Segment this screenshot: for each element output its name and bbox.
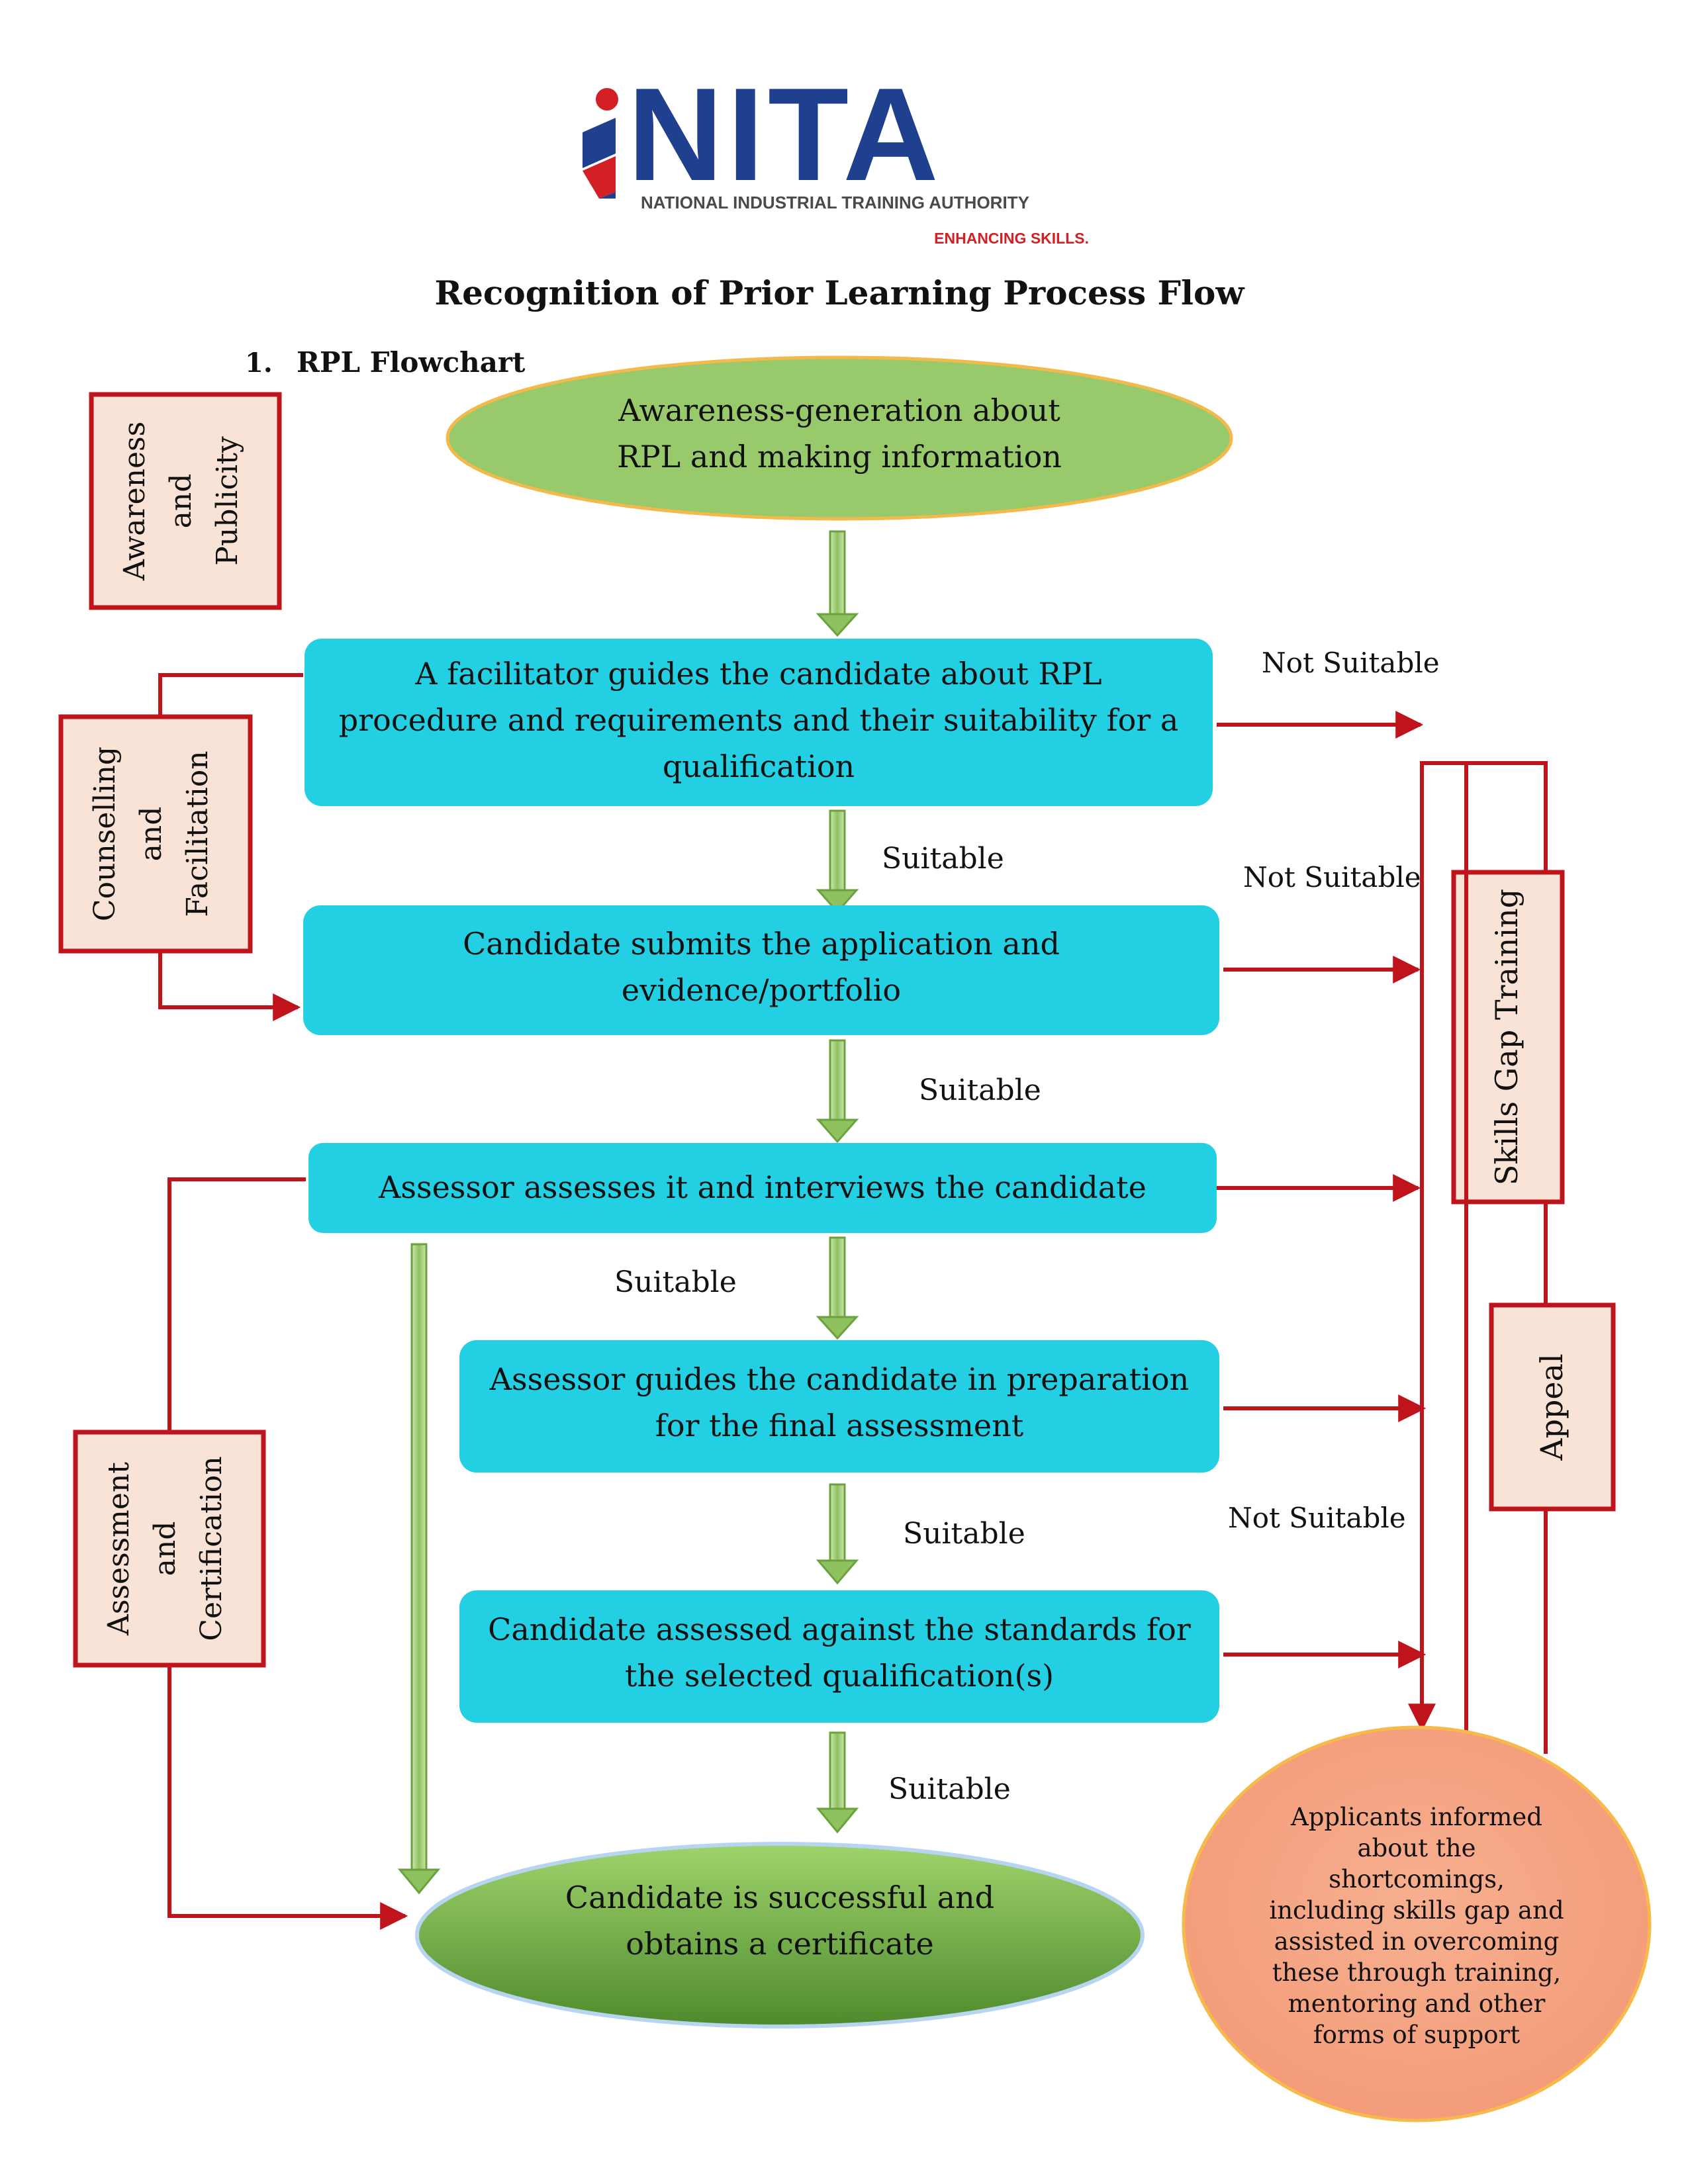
logo-subtitle: NATIONAL INDUSTRIAL TRAINING AUTHORITY <box>641 193 1029 212</box>
node-text-line: shortcomings, <box>1329 1865 1505 1893</box>
edge-label-suitable: Suitable <box>903 1517 1025 1551</box>
node-assessed: Candidate assessed against the standards… <box>459 1590 1219 1723</box>
edge-label-suitable: Suitable <box>888 1772 1011 1806</box>
red-connectors <box>158 673 1548 1930</box>
side-box-assessment: Assessment and Certification <box>73 1430 266 1668</box>
node-informed: Applicants informed about the shortcomin… <box>1182 1725 1652 2122</box>
side-label-line: Counselling <box>88 747 122 921</box>
page-title: Recognition of Prior Learning Process Fl… <box>435 273 1246 312</box>
green-arrow-4 <box>816 1236 859 1340</box>
node-text-line: forms of support <box>1313 2021 1520 2049</box>
edge-label-not-suitable: Not Suitable <box>1243 861 1421 893</box>
node-text-line: Awareness-generation about <box>618 392 1060 428</box>
side-label-line: Awareness <box>118 422 152 581</box>
green-arrow-2 <box>816 809 859 914</box>
section-number: 1. <box>245 347 273 379</box>
node-text-line: including skills gap and <box>1269 1896 1564 1925</box>
connector-assessment-top <box>167 1177 306 1432</box>
node-text-line: Candidate assessed against the standards… <box>488 1612 1191 1647</box>
edge-label-suitable: Suitable <box>614 1265 737 1299</box>
node-text-line: obtains a certificate <box>626 1926 933 1962</box>
side-box-counselling: Counselling and Facilitation <box>58 714 253 954</box>
node-text-line: Candidate is successful and <box>565 1880 994 1915</box>
section-heading: RPL Flowchart <box>297 346 526 379</box>
logo-name: NITA <box>628 61 943 208</box>
node-submit: Candidate submits the application and ev… <box>303 905 1219 1035</box>
side-label-line: Skills Gap Training <box>1489 889 1524 1185</box>
node-interview: Assessor assesses it and interviews the … <box>308 1143 1217 1233</box>
green-arrow-6 <box>816 1731 859 1834</box>
node-text-line: RPL and making information <box>617 439 1062 475</box>
node-text-line: Applicants informed <box>1290 1803 1542 1831</box>
node-text-line: evidence/portfolio <box>622 972 901 1008</box>
node-text-line: the selected qualification(s) <box>625 1658 1054 1694</box>
node-text-line: procedure and requirements and their sui… <box>339 702 1179 738</box>
side-box-appeal: Appeal <box>1489 1302 1616 1512</box>
edge-label-suitable: Suitable <box>882 842 1004 876</box>
green-arrow-long <box>397 1243 441 1895</box>
side-box-awareness: Awareness and Publicity <box>89 392 282 610</box>
side-label-line: and <box>134 807 168 862</box>
side-label-line: and <box>164 474 198 529</box>
node-text-line: Assessor guides the candidate in prepara… <box>489 1361 1189 1397</box>
edge-label-suitable: Suitable <box>919 1073 1041 1107</box>
node-text-line: Assessor assesses it and interviews the … <box>378 1169 1147 1205</box>
node-start: Awareness-generation about RPL and makin… <box>445 355 1233 521</box>
connector-counselling <box>158 673 303 717</box>
side-label-line: Certification <box>195 1456 228 1641</box>
connector-assessment-arrow <box>167 1665 408 1930</box>
logo-tagline: ENHANCING SKILLS. <box>934 230 1089 247</box>
node-text-line: for the final assessment <box>655 1408 1024 1443</box>
node-text-line: A facilitator guides the candidate about… <box>414 656 1102 692</box>
node-text-line: about the <box>1357 1834 1476 1862</box>
connector-skills-loop <box>1422 761 1548 872</box>
side-label-line: Assessment <box>102 1462 136 1636</box>
node-text-line: qualification <box>663 749 855 784</box>
node-success: Candidate is successful and obtains a ce… <box>415 1842 1145 2028</box>
side-label-line: and <box>148 1522 182 1576</box>
green-arrow-1 <box>816 530 859 637</box>
node-text-line: assisted in overcoming <box>1274 1927 1560 1956</box>
side-box-skills-gap: Skills Gap Training <box>1451 870 1565 1205</box>
node-text-line: mentoring and other <box>1288 1989 1546 2018</box>
edge-label-not-suitable: Not Suitable <box>1262 647 1440 679</box>
green-arrow-3 <box>816 1039 859 1144</box>
node-text-line: Candidate submits the application and <box>463 926 1060 962</box>
side-label-line: Appeal <box>1534 1353 1570 1461</box>
logo-figure-icon <box>583 88 618 199</box>
green-arrow-5 <box>816 1483 859 1585</box>
connector-counselling-arrow <box>158 951 301 1021</box>
green-arrows <box>397 530 859 1895</box>
node-text-line: these through training, <box>1272 1958 1561 1987</box>
edge-label-not-suitable: Not Suitable <box>1228 1502 1406 1534</box>
node-prepare: Assessor guides the candidate in prepara… <box>459 1340 1219 1473</box>
node-facilitator: A facilitator guides the candidate about… <box>305 639 1213 806</box>
nita-logo: NITA NATIONAL INDUSTRIAL TRAINING AUTHOR… <box>583 61 1089 247</box>
side-label-line: Publicity <box>211 436 244 566</box>
side-label-line: Facilitation <box>181 751 214 917</box>
